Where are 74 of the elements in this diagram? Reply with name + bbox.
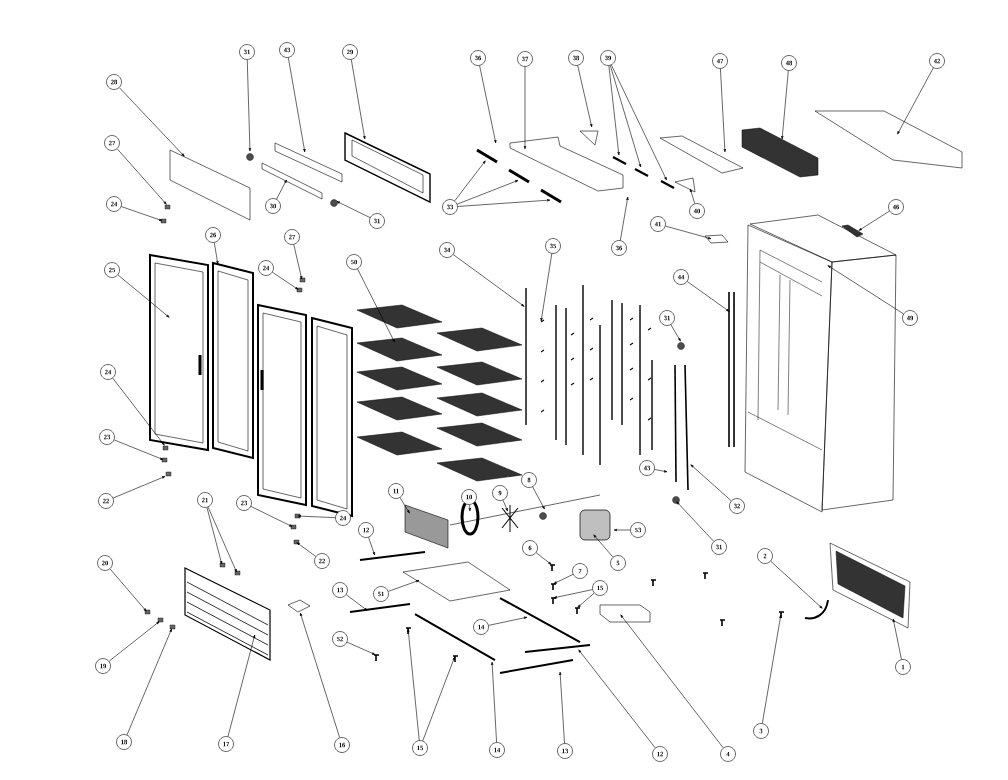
leader-line: [288, 57, 306, 153]
leader-line: [113, 439, 164, 460]
leader-line: [109, 568, 147, 612]
leader-line: [578, 649, 656, 749]
leader-line: [611, 64, 667, 181]
leader-line: [116, 148, 167, 205]
leader-line: [119, 87, 185, 157]
leader-line: [609, 65, 641, 168]
leader-line: [488, 616, 528, 626]
leader-line: [468, 504, 471, 512]
leader-line: [620, 196, 629, 241]
leader-line: [351, 59, 366, 140]
leader-line: [577, 592, 595, 608]
leader-line: [399, 497, 410, 514]
leader-line: [296, 542, 316, 557]
leader-line: [454, 160, 486, 202]
leader-line: [535, 552, 552, 565]
leader-line: [456, 180, 519, 205]
leader-line: [227, 634, 256, 737]
leader-line: [422, 656, 455, 741]
leader-line: [553, 574, 574, 584]
leader-line: [670, 324, 681, 342]
leader-line: [457, 199, 551, 207]
leader-line: [207, 506, 237, 573]
leader-line: [300, 612, 340, 738]
leader-line: [665, 225, 712, 240]
leader-line: [654, 469, 668, 473]
leader-line: [479, 65, 497, 144]
leader-line: [250, 506, 293, 527]
leader-line: [126, 628, 172, 736]
leader-line: [246, 59, 252, 152]
leader-line: [297, 515, 336, 518]
leader-line: [676, 501, 714, 542]
leader-line: [540, 253, 553, 322]
leader-line: [407, 628, 420, 741]
leader-line: [577, 65, 593, 128]
leader-line: [453, 254, 525, 307]
leader-line: [346, 641, 376, 655]
leader-line: [553, 589, 593, 599]
leader-line: [276, 179, 287, 200]
leader-line: [293, 244, 303, 280]
leader-line: [357, 268, 395, 343]
leader-line: [720, 68, 726, 153]
leader-line: [491, 661, 497, 743]
leader-line: [690, 464, 732, 502]
leader-line: [687, 281, 730, 312]
leader-line: [272, 272, 299, 290]
leader-line: [559, 671, 565, 744]
leader-line: [532, 486, 545, 510]
leader-line: [368, 537, 375, 556]
leader-line: [858, 210, 890, 231]
leader-line: [781, 70, 789, 140]
leader-line: [770, 560, 823, 609]
leader-line: [523, 66, 527, 150]
leader-line: [206, 507, 223, 565]
leader-line: [690, 188, 696, 204]
leader-line: [762, 614, 782, 724]
leader-line: [608, 65, 620, 156]
leader-line: [108, 621, 160, 662]
leader-line: [214, 242, 219, 265]
leader-line: [121, 206, 163, 221]
leader-line: [388, 580, 420, 592]
leader-line: [117, 274, 170, 318]
leader-line: [112, 476, 166, 499]
leader-line: [613, 528, 631, 532]
leader-line: [897, 67, 934, 135]
leader-line: [112, 377, 165, 446]
leader-line: [502, 499, 508, 512]
leader-line: [827, 265, 904, 315]
leader-line: [345, 594, 368, 611]
leader-line: [336, 201, 371, 218]
leader-line: [892, 618, 902, 660]
leader-line: [620, 614, 724, 749]
leader-line: [593, 534, 614, 558]
